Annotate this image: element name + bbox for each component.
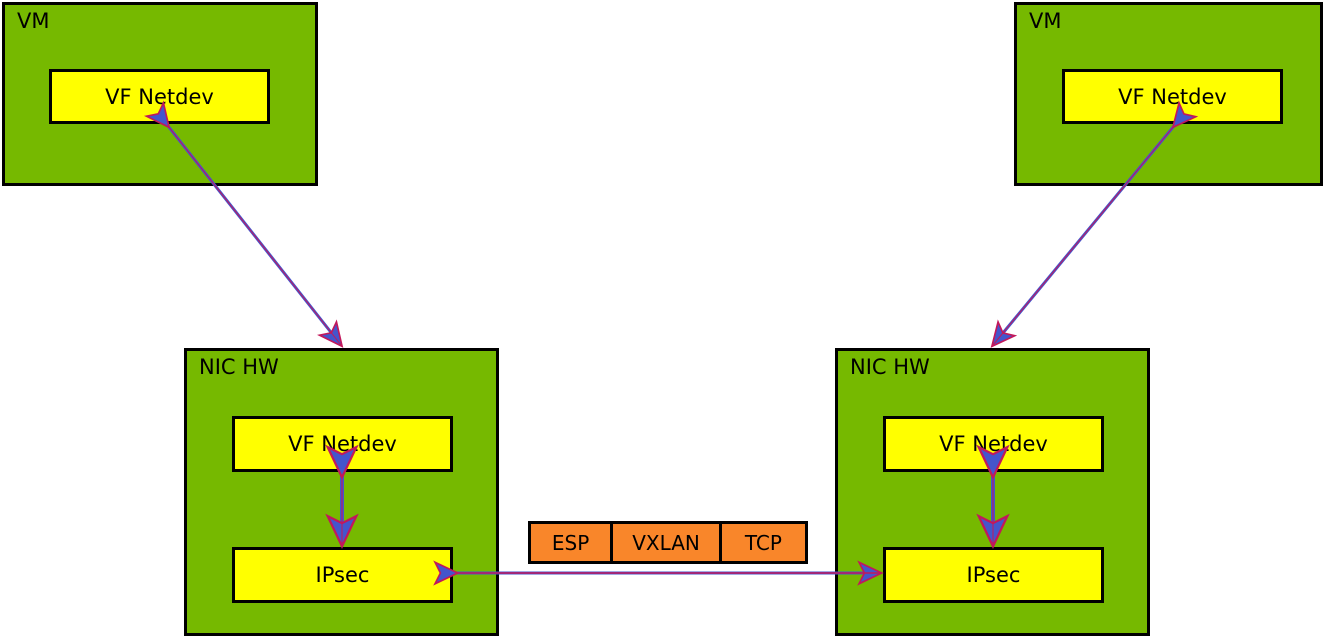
component-nic-left-vf-netdev-label: VF Netdev [288, 432, 397, 456]
component-vm-left-vf-netdev: VF Netdev [49, 69, 270, 124]
component-nic-right-ipsec: IPsec [883, 547, 1104, 603]
container-vm-right-label: VM [1029, 9, 1062, 33]
packet-cell-esp-label: ESP [551, 530, 590, 555]
packet-cell-esp: ESP [531, 524, 614, 561]
component-nic-right-vf-netdev: VF Netdev [883, 416, 1104, 472]
component-nic-left-ipsec: IPsec [232, 547, 453, 603]
component-nic-right-vf-netdev-label: VF Netdev [939, 432, 1048, 456]
packet-cell-tcp: TCP [721, 524, 805, 561]
packet-header-bar: ESP VXLAN TCP [528, 521, 808, 564]
container-nic-left-label: NIC HW [199, 355, 279, 379]
packet-cell-vxlan-label: VXLAN [632, 530, 700, 555]
packet-cell-tcp-label: TCP [744, 530, 782, 555]
component-nic-right-ipsec-label: IPsec [966, 563, 1021, 587]
component-nic-left-ipsec-label: IPsec [315, 563, 370, 587]
component-vm-left-vf-netdev-label: VF Netdev [105, 84, 214, 109]
component-nic-left-vf-netdev: VF Netdev [232, 416, 453, 472]
container-vm-left-label: VM [17, 9, 50, 33]
container-nic-right-label: NIC HW [850, 355, 930, 379]
component-vm-right-vf-netdev: VF Netdev [1062, 69, 1283, 124]
packet-cell-vxlan: VXLAN [613, 524, 722, 561]
component-vm-right-vf-netdev-label: VF Netdev [1118, 84, 1227, 109]
